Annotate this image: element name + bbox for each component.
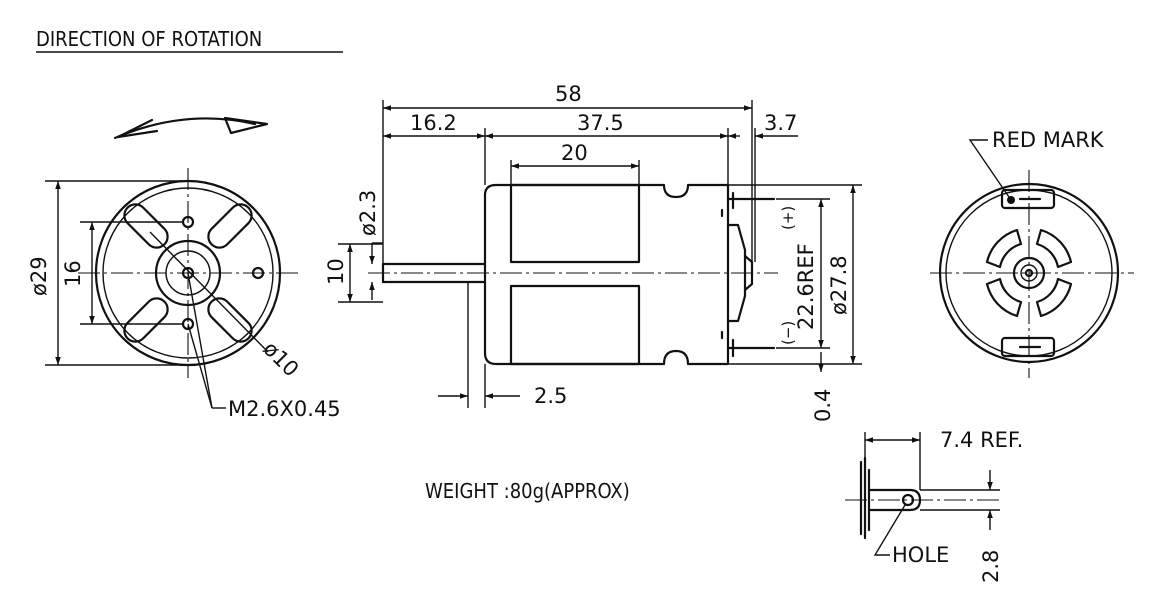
overall-length-label: 58 bbox=[555, 82, 582, 106]
terminal-length-label: 3.7 bbox=[764, 111, 797, 135]
rotation-arrow-icon bbox=[113, 116, 269, 140]
terminal-width-label: 2.8 bbox=[979, 550, 1003, 583]
side-view bbox=[338, 100, 862, 408]
shaft-length-label: 16.2 bbox=[410, 111, 457, 135]
mount-spacing-label: 16 bbox=[61, 260, 85, 287]
magnet-length-label: 20 bbox=[561, 141, 588, 165]
shaft-diameter-label: ø2.3 bbox=[356, 190, 380, 236]
terminal-thickness-label: 0.4 bbox=[811, 389, 835, 422]
red-mark-label: RED MARK bbox=[992, 128, 1105, 152]
positive-terminal-label: (+) bbox=[779, 206, 797, 230]
weight-label: WEIGHT :80g(APPROX) bbox=[425, 479, 630, 503]
front-view bbox=[45, 168, 298, 409]
front-diameter-label: ø29 bbox=[27, 256, 51, 296]
hole-label: HOLE bbox=[892, 543, 949, 567]
body-diameter-label: ø27.8 bbox=[827, 255, 851, 315]
boss-diameter-label: 10 bbox=[324, 258, 348, 285]
direction-of-rotation-label: DIRECTION OF ROTATION bbox=[36, 27, 262, 51]
rear-view bbox=[930, 139, 1134, 378]
terminal-detail bbox=[845, 432, 1000, 556]
thread-label: M2.6X0.45 bbox=[228, 397, 341, 421]
terminal-spacing-label: 22.6REF bbox=[794, 243, 818, 330]
negative-terminal-label: (−) bbox=[779, 321, 797, 345]
shoulder-label: 2.5 bbox=[534, 384, 567, 408]
boss-diameter-front-label: ø10 bbox=[258, 337, 303, 382]
body-length-label: 37.5 bbox=[577, 111, 624, 135]
terminal-ref-label: 7.4 REF. bbox=[940, 428, 1023, 452]
